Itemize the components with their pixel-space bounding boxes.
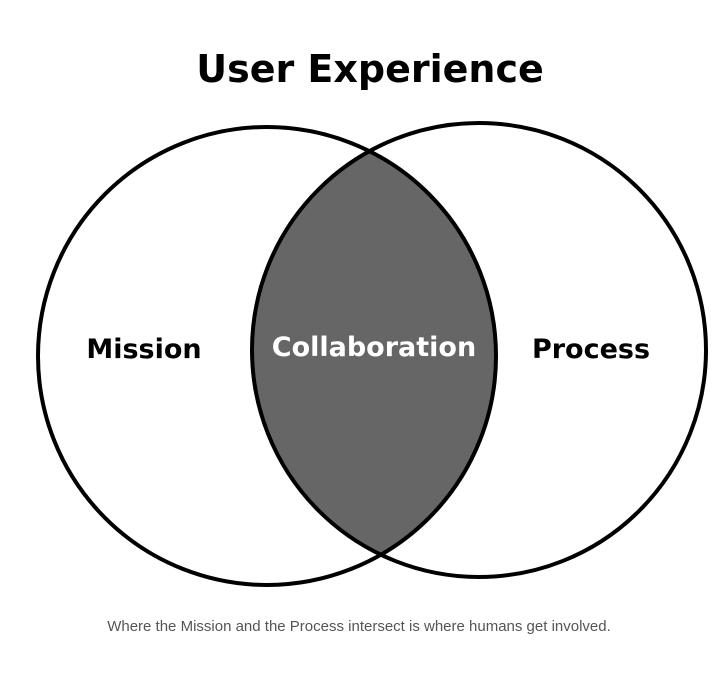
caption: Where the Mission and the Process inters… <box>107 618 611 635</box>
process-circle <box>250 121 708 579</box>
mission-label: Mission <box>86 334 201 365</box>
mission-circle <box>36 125 498 587</box>
diagram-title: User Experience <box>196 47 544 91</box>
collaboration-label: Collaboration <box>272 332 476 363</box>
process-label: Process <box>532 334 650 365</box>
intersection-region <box>252 127 496 577</box>
